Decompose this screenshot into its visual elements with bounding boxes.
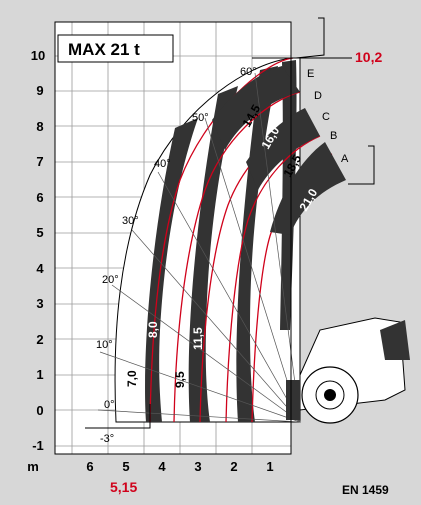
- load-value: 9,5: [173, 371, 187, 388]
- x-axis-ticks: m 6 5 4 3 2 1: [27, 459, 273, 474]
- load-band-5: [212, 66, 300, 150]
- x-tick: 3: [194, 459, 201, 474]
- y-tick: 7: [36, 154, 43, 169]
- extension-label: A: [341, 153, 349, 165]
- load-band-1: [145, 118, 198, 422]
- fork-icons: [85, 17, 375, 429]
- angle-label: 0°: [104, 399, 115, 411]
- max-height-marker: 10,2: [252, 49, 382, 65]
- angle-label: 20°: [102, 274, 119, 286]
- angle-label: 30°: [122, 215, 139, 227]
- y-tick: 10: [31, 48, 45, 63]
- angle-label: 40°: [154, 158, 171, 170]
- x-tick: 5: [122, 459, 129, 474]
- max-height-value: 10,2: [355, 49, 382, 65]
- angle-label: 50°: [192, 112, 209, 124]
- x-axis-label: m: [27, 459, 39, 474]
- y-tick: 6: [36, 190, 43, 205]
- load-value: 7,0: [125, 370, 139, 387]
- x-tick: 4: [158, 459, 166, 474]
- title-box: MAX 21 t: [57, 34, 174, 63]
- extension-letters: E D C B A: [307, 68, 349, 165]
- y-tick: 3: [36, 296, 43, 311]
- load-envelope: [97, 57, 346, 423]
- capacity-arc-d: [173, 91, 301, 423]
- extension-label: B: [330, 130, 337, 142]
- y-tick: 0: [36, 403, 43, 418]
- angle-label: -3°: [100, 433, 114, 445]
- load-value: 8,0: [146, 321, 160, 338]
- y-tick: 4: [36, 261, 44, 276]
- x-tick: 2: [230, 459, 237, 474]
- extension-label: C: [322, 111, 330, 123]
- extension-label: E: [307, 68, 314, 80]
- angle-label: 10°: [96, 339, 113, 351]
- y-tick: -1: [32, 438, 44, 453]
- standard-label: EN 1459: [342, 483, 389, 497]
- y-tick: 8: [36, 119, 43, 134]
- load-band-3: [236, 66, 278, 422]
- y-tick: 1: [36, 367, 43, 382]
- load-value: 11,5: [191, 327, 205, 350]
- extension-label: D: [314, 90, 322, 102]
- load-band-2: [188, 86, 238, 422]
- angle-label: 60°: [240, 66, 257, 78]
- y-axis-ticks: 10 9 8 7 6 5 4 3 2 1 0 -1: [31, 48, 45, 453]
- boom-angles: 60° 50° 40° 30° 20° 10° 0° -3°: [96, 66, 257, 445]
- x-tick: 6: [86, 459, 93, 474]
- chart-frame: [54, 21, 292, 455]
- y-tick: 9: [36, 83, 43, 98]
- load-band-6: [246, 108, 320, 190]
- capacity-arc-b: [225, 135, 321, 423]
- load-band-7: [270, 142, 346, 235]
- max-reach-value: 5,15: [110, 479, 137, 495]
- x-tick: 1: [266, 459, 273, 474]
- telehandler-icon: [286, 317, 410, 424]
- chart-title: MAX 21 t: [68, 40, 140, 59]
- y-tick: 5: [36, 225, 43, 240]
- y-tick: 2: [36, 332, 43, 347]
